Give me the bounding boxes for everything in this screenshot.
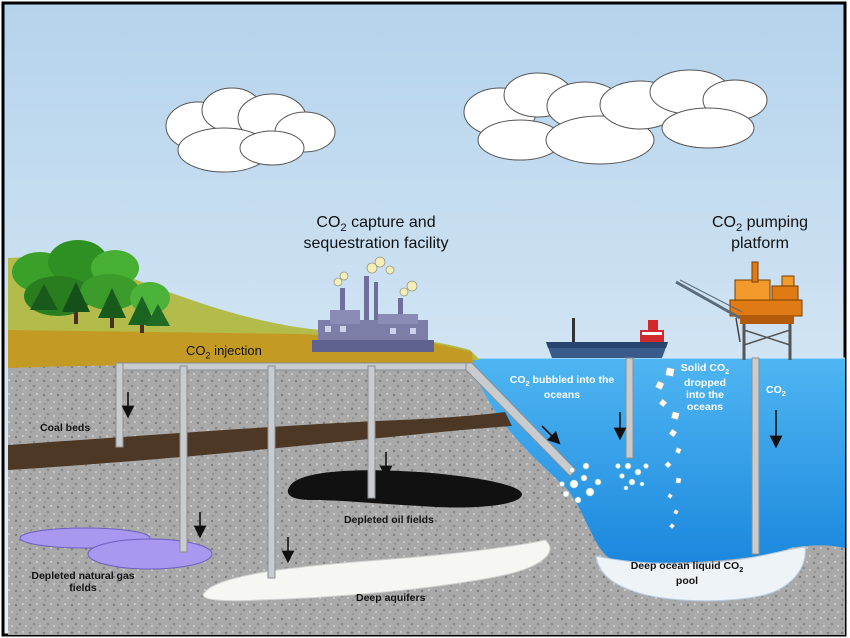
deep-aquifer bbox=[202, 539, 551, 602]
ocean-pool-label: Deep ocean liquid CO2 pool bbox=[630, 560, 744, 587]
coal-bed bbox=[8, 412, 512, 470]
injection-label: CO2 injection bbox=[186, 343, 262, 361]
tanker-ship bbox=[546, 318, 668, 358]
bubbled-label: CO2 bubbled into the oceans bbox=[509, 374, 615, 401]
co2-bubbles-ship bbox=[615, 462, 649, 491]
depleted-oil-field bbox=[287, 470, 522, 508]
cloud-right bbox=[463, 69, 768, 165]
depleted-oil-label: Depleted oil fields bbox=[344, 514, 434, 526]
solid-co2-cubes bbox=[654, 367, 682, 530]
flow-arrows bbox=[121, 392, 783, 564]
pumping-platform bbox=[675, 261, 803, 360]
sequestration-facility bbox=[312, 256, 434, 352]
co2-pipe-network bbox=[115, 357, 760, 579]
coal-beds-label: Coal beds bbox=[40, 422, 91, 434]
facility-label: CO2 capture and sequestration facility bbox=[303, 214, 449, 253]
co2-bubbles-pipe bbox=[559, 462, 602, 504]
platform-label: CO2 pumping platform bbox=[711, 214, 809, 253]
solid-co2-label: Solid CO2 dropped into the oceans bbox=[680, 362, 730, 413]
platform-co2-label: CO2 bbox=[766, 384, 786, 399]
cloud-left bbox=[165, 87, 336, 173]
forest-trees bbox=[12, 240, 170, 333]
deep-aquifers-label: Deep aquifers bbox=[356, 592, 426, 604]
gas-field-2 bbox=[87, 538, 213, 570]
co2-pool bbox=[595, 546, 806, 602]
